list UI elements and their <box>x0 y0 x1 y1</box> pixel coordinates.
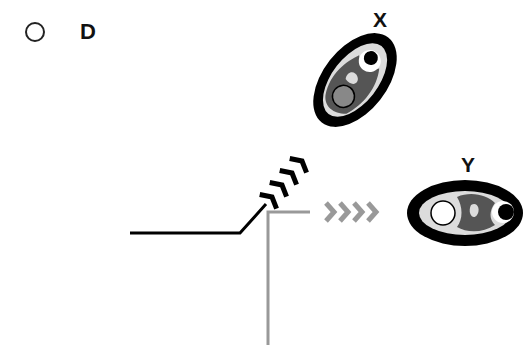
signal-line <box>130 204 266 233</box>
cell-label: Y <box>461 154 475 175</box>
option-letter: D <box>80 21 96 43</box>
cell-x <box>297 18 414 143</box>
cell-y <box>407 180 523 246</box>
chevron-arrows <box>260 154 311 209</box>
radio-circle <box>26 23 44 41</box>
cell-node: Y <box>402 152 524 252</box>
signal-line <box>268 212 310 345</box>
chevron-arrows <box>326 203 376 221</box>
cell-node: X <box>295 6 415 144</box>
cell-label: X <box>373 9 387 30</box>
